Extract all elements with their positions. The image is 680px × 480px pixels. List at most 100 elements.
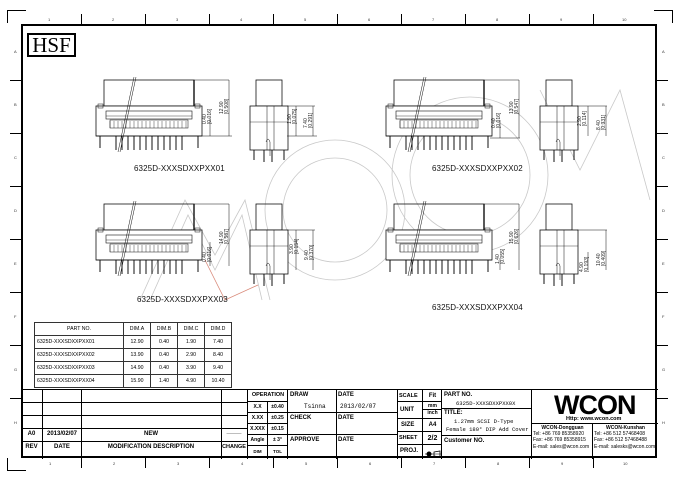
office-kunshan: WCON-Kunshan Tel: +86 512 57468408 Fax: … (594, 425, 657, 450)
unit-value-inch: inch (427, 410, 438, 416)
view-caption-4: 6325D-XXXSDXXPXX04 (432, 303, 523, 312)
header-dim-d: DIM.D (204, 322, 232, 336)
title-line-2: Female 180° DIP Add Cover (446, 426, 529, 433)
company-url: Http: www.wcon.com (566, 416, 622, 422)
column-label: 7 (432, 17, 435, 22)
column-label: 4 (240, 17, 243, 22)
part-no-value: 6325D-XXXSDXXPXX0X (456, 400, 516, 407)
row-label: G (14, 367, 18, 372)
cell-part-no: 6325D-XXXSDXXPXX01 (34, 335, 124, 349)
office-dongguan: WCON-Dongguan Tel: +86 769 85358920 Fax:… (533, 425, 592, 450)
column-label: 5 (304, 17, 307, 22)
table-row: 6325D-XXXSDXXPXX01 12.90 0.40 1.90 7.40 (34, 335, 232, 349)
row-ruler-right: A B C D E F G H (657, 24, 668, 458)
dim-a-view1: 12.90[0.508] (219, 98, 230, 114)
draw-date: 2013/02/07 (340, 403, 377, 410)
corner-mark-bl (7, 458, 26, 471)
column-label: 3 (176, 17, 179, 22)
customer-no-label: Customer NO. (444, 438, 485, 444)
dim-b-view3: 0.40[0.016] (202, 246, 213, 262)
size-label: SIZE (401, 422, 415, 428)
approve-date-label: DATE (338, 437, 354, 443)
dim-d-view4: 10.40[0.409] (596, 250, 607, 266)
cell-dim-c: 1.90 (177, 335, 205, 349)
column-label: 10 (623, 461, 628, 466)
column-label: 8 (496, 17, 499, 22)
draw-name: Tsinna (304, 403, 326, 410)
row-label: H (662, 420, 665, 425)
corner-mark-tl (7, 10, 26, 23)
column-label: 2 (113, 461, 116, 466)
cell-dim-c: 3.90 (177, 361, 205, 375)
dim-b-view1: 0.40[0.016] (202, 108, 213, 124)
draw-date-label: DATE (338, 392, 354, 398)
office-name: WCON-Kunshan (606, 425, 645, 431)
tol-value-1: ±0.40 (271, 404, 284, 410)
row-label: E (662, 261, 665, 266)
rev-entry-change: ——— (226, 431, 242, 437)
scale-block: SCALE Fit UNIT mm inch SIZE A4 SHEET 2/2… (397, 389, 442, 459)
row-label: H (14, 420, 17, 425)
cell-dim-d: 7.40 (204, 335, 232, 349)
tol-dim-1: X.X (253, 404, 262, 410)
title-label: TITLE: (444, 410, 463, 416)
dim-c-view2-side: 1.90[0.075] (287, 108, 298, 124)
column-ruler: 1 2 3 4 5 6 7 8 9 10 (21, 14, 657, 24)
sheet-label: SHEET (399, 435, 418, 441)
column-label: 5 (305, 461, 308, 466)
projection-symbol-icon (425, 446, 441, 458)
column-label: 2 (112, 17, 115, 22)
row-ruler-left: A B C D E F G H (10, 24, 21, 458)
dim-a-view3: 14.90[0.587] (219, 228, 230, 244)
rev-header-description: MODIFICATION DESCRIPTION (107, 444, 195, 450)
drawing-frame (21, 24, 657, 458)
row-label: C (662, 155, 665, 160)
table-row: 6325D-XXXSDXXPXX04 15.90 1.40 4.90 10.40 (34, 374, 232, 388)
office-fax: Fax: +86 512 57468488 (594, 437, 647, 444)
proj-label: PROJ. (400, 448, 419, 454)
tol-value-3: ±0.15 (271, 426, 284, 432)
scale-label: SCALE (399, 393, 418, 399)
dim-c-view4: 4.90[0.193] (579, 256, 590, 272)
row-label: A (662, 49, 665, 54)
hsf-badge: HSF (27, 33, 76, 57)
cell-dim-d: 10.40 (204, 374, 232, 388)
row-label: C (14, 155, 17, 160)
row-label: F (662, 314, 665, 319)
scale-value: Fit (428, 393, 437, 399)
cell-dim-b: 0.40 (150, 348, 178, 362)
rev-entry-rev: A0 (27, 431, 36, 437)
table-row: 6325D-XXXSDXXPXX02 13.90 0.40 2.90 8.40 (34, 348, 232, 362)
cell-dim-a: 12.90 (123, 335, 151, 349)
row-label: B (662, 102, 665, 107)
office-tel: Tel: +86 769 85358920 (533, 431, 585, 438)
view-caption-2: 6325D-XXXSDXXPXX02 (432, 164, 523, 173)
view-caption-3: 6325D-XXXSDXXPXX03 (137, 295, 228, 304)
office-tel: Tel: +86 512 57468408 (594, 431, 646, 438)
tol-dim-4: Angle (250, 437, 265, 443)
bottom-ruler: 1 2 3 4 5 6 7 8 9 10 (21, 458, 657, 470)
approve-label: APPROVE (290, 437, 320, 443)
column-label: 6 (369, 461, 372, 466)
cell-part-no: 6325D-XXXSDXXPXX04 (34, 374, 124, 388)
dim-a-view4: 15.90[0.626] (509, 228, 520, 244)
cell-dim-c: 4.90 (177, 374, 205, 388)
tol-value-4: ± 3° (273, 437, 282, 443)
parts-table-header: PART NO. DIM.A DIM.B DIM.C DIM.D (34, 322, 232, 336)
dim-d-view2: 8.40[0.331] (596, 114, 607, 130)
part-block: PART NO. 6325D-XXXSDXXPXX0X TITLE: 1.27m… (441, 389, 532, 459)
approval-block: DRAW Tsinna DATE 2013/02/07 CHECK DATE A… (287, 389, 398, 459)
check-date-label: DATE (338, 415, 354, 421)
dim-b-view4: 1.40[0.055] (495, 248, 506, 264)
parts-table: PART NO. DIM.A DIM.B DIM.C DIM.D 6325D-X… (34, 322, 232, 388)
tol-footer-dim: DIM (253, 449, 262, 454)
sheet-value: 2/2 (427, 435, 438, 442)
column-label: 1 (49, 461, 52, 466)
office-name: WCON-Dongguan (541, 425, 584, 431)
row-label: D (14, 208, 17, 213)
office-email: E-mail: sales@wcon.com (533, 443, 590, 450)
column-label: 10 (622, 17, 627, 22)
draw-label: DRAW (290, 392, 309, 398)
header-dim-a: DIM.A (123, 322, 151, 336)
